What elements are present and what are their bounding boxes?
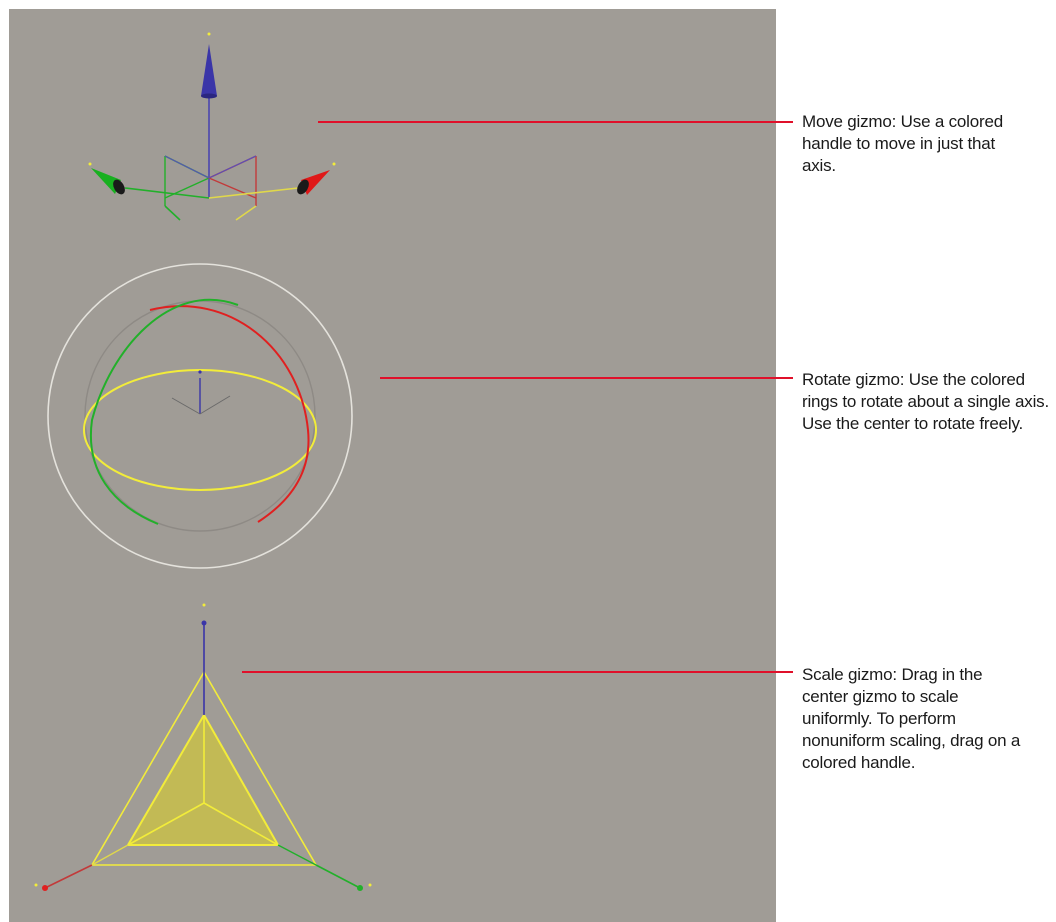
scale-y-handle[interactable] bbox=[357, 885, 363, 891]
scale-inner-spoke-left bbox=[127, 802, 205, 846]
rotate-y-ring[interactable] bbox=[89, 298, 239, 525]
move-x-cone-handle[interactable] bbox=[301, 170, 330, 195]
rotate-center-x bbox=[199, 395, 231, 415]
scale-z-axis-label-dot bbox=[202, 603, 206, 607]
viewport-background bbox=[9, 9, 776, 922]
rotate-z-ring[interactable] bbox=[83, 369, 317, 491]
scale-x-axis-label-dot bbox=[34, 883, 38, 887]
scale-x-axis-line bbox=[44, 864, 93, 889]
move-z-cone-base bbox=[201, 93, 217, 99]
scale-x-axis-inner bbox=[91, 844, 129, 866]
rotate-center-handle[interactable] bbox=[198, 370, 202, 374]
rotate-x-ring[interactable] bbox=[149, 305, 310, 523]
move-z-cone-handle[interactable] bbox=[201, 44, 217, 96]
scale-x-handle[interactable] bbox=[42, 885, 48, 891]
scale-inner-spoke-right bbox=[203, 802, 279, 846]
move-y-cone-handle[interactable] bbox=[91, 168, 121, 194]
move-x-axis-tail bbox=[235, 205, 257, 221]
move-x-axis-line bbox=[208, 187, 299, 199]
scale-gizmo bbox=[34, 603, 793, 891]
rotate-view-ring[interactable] bbox=[47, 263, 353, 569]
move-x-axis-label-dot bbox=[332, 162, 336, 166]
move-gizmo bbox=[88, 32, 793, 221]
scale-y-axis-line bbox=[315, 864, 361, 889]
move-x-cone-base bbox=[297, 179, 309, 195]
scale-center-handle[interactable] bbox=[126, 712, 280, 846]
move-y-axis-line bbox=[124, 187, 210, 199]
move-xy-plane-top-blue bbox=[164, 155, 210, 179]
scale-z-handle[interactable] bbox=[201, 620, 207, 626]
move-y-axis-label-dot bbox=[88, 162, 92, 166]
scale-gizmo-callout: Scale gizmo: Drag in the center gizmo to… bbox=[802, 665, 1021, 772]
move-y-axis-tail bbox=[164, 205, 181, 221]
move-gizmo-callout: Move gizmo: Use a colored handle to move… bbox=[802, 112, 1003, 175]
rotate-trackball-ring[interactable] bbox=[84, 300, 316, 532]
scale-y-axis-label-dot bbox=[368, 883, 372, 887]
rotate-gizmo-callout: Rotate gizmo: Use the colored rings to r… bbox=[802, 370, 1050, 433]
scale-outer-triangle bbox=[90, 670, 318, 866]
scale-y-axis-inner bbox=[277, 844, 317, 866]
move-y-cone-base bbox=[113, 179, 125, 195]
move-xz-plane-handle[interactable] bbox=[207, 155, 257, 199]
move-yz-plane-handle[interactable] bbox=[164, 155, 211, 199]
rotate-gizmo bbox=[47, 263, 793, 569]
rotate-center-y bbox=[171, 397, 201, 415]
move-z-axis-label-dot bbox=[207, 32, 211, 36]
move-xy-plane-top-blue2 bbox=[208, 155, 257, 179]
